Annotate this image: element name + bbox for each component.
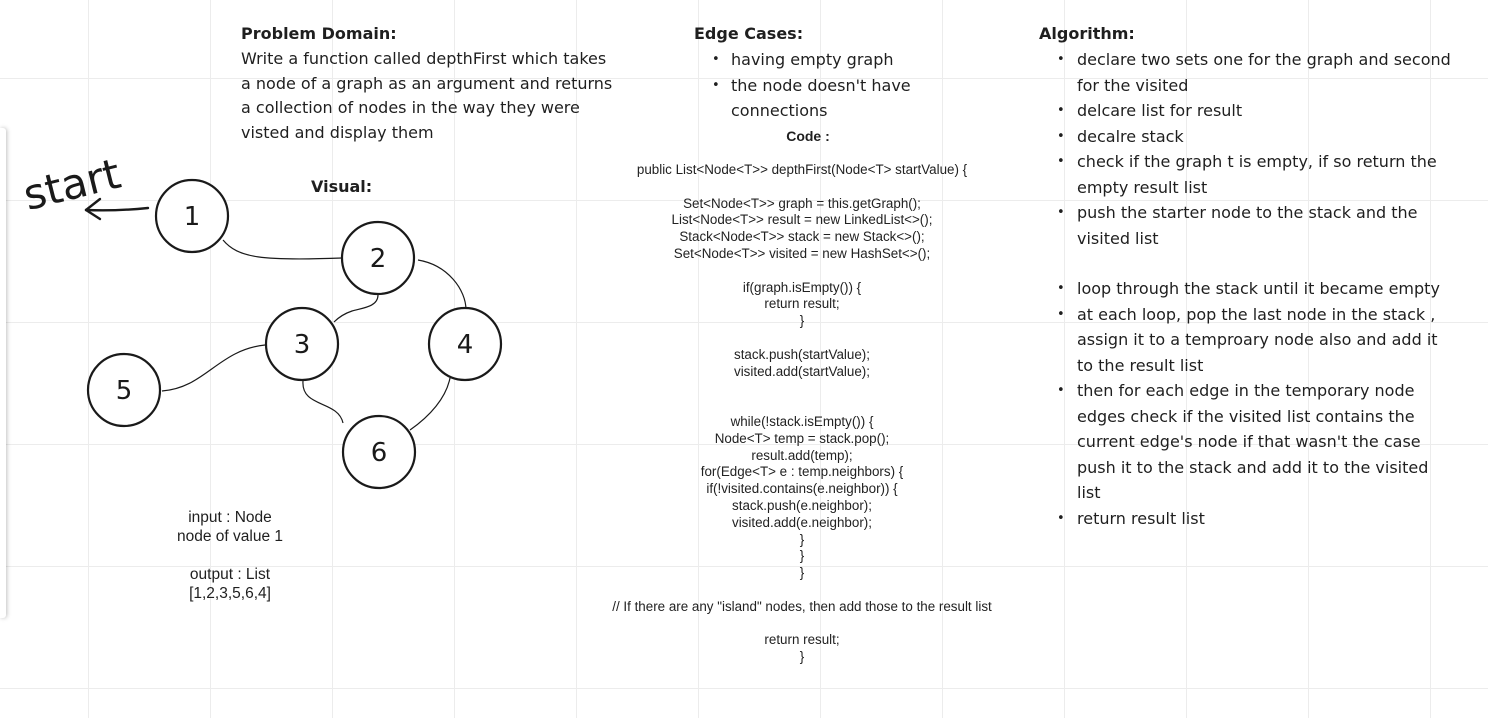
problem-domain-text: Write a function called depthFirst which… (241, 47, 612, 145)
problem-domain-title: Problem Domain: (241, 24, 397, 43)
algorithm-steps-list: declare two sets one for the graph and s… (1039, 47, 1451, 531)
algorithm-step: then for each edge in the temporary node… (1039, 378, 1451, 506)
graph-node-label: 3 (294, 330, 311, 360)
graph-node-2 (340, 220, 416, 296)
algorithm-step: return result list (1039, 506, 1451, 532)
start-arrow-icon (84, 197, 150, 221)
graph-edge-4-6 (409, 377, 451, 431)
graph-node-4 (427, 306, 503, 382)
algorithm-step: loop through the stack until it became e… (1039, 276, 1451, 302)
graph-edge-1-2 (222, 239, 343, 260)
graph-node-1 (154, 178, 230, 254)
problem-line: a collection of nodes in the way they we… (241, 98, 580, 117)
problem-line: visted and display them (241, 122, 434, 142)
problem-line: Write a function called depthFirst which… (241, 49, 607, 68)
algorithm-step: delcare list for result (1039, 98, 1451, 124)
code-snippet: public List<Node<T>> depthFirst(Node<T> … (612, 162, 992, 665)
input-output-text: input : Node node of value 1 output : Li… (176, 509, 283, 602)
graph-edge-3-5 (161, 344, 266, 392)
left-panel-edge[interactable] (0, 128, 6, 618)
algorithm-title: Algorithm: (1039, 24, 1135, 43)
graph-edge-2-3 (333, 294, 379, 323)
graph-node-6 (341, 414, 417, 490)
edge-case-item: the node doesn't have connections (694, 73, 924, 124)
edge-cases-list: having empty graph the node doesn't have… (694, 47, 924, 124)
edge-cases-title: Edge Cases: (694, 24, 804, 43)
algorithm-step: at each loop, pop the last node in the s… (1039, 302, 1451, 379)
graph-node-label: 6 (371, 438, 388, 468)
code-title: Code : (786, 128, 830, 144)
graph-node-3 (264, 306, 340, 382)
graph-edge-3-6 (302, 380, 344, 424)
problem-line: a node of a graph as an argument and ret… (241, 73, 613, 93)
algorithm-step: declare two sets one for the graph and s… (1039, 47, 1451, 98)
graph-node-label: 2 (370, 244, 387, 274)
graph-diagram: 1 2 3 4 5 6 start (18, 149, 503, 490)
edge-case-item: having empty graph (694, 47, 924, 73)
graph-node-label: 5 (116, 376, 133, 406)
graph-node-5 (86, 352, 162, 428)
algorithm-step: push the starter node to the stack and t… (1039, 200, 1451, 251)
algorithm-step: decalre stack (1039, 124, 1451, 150)
graph-edge-2-4 (417, 259, 467, 311)
visual-title: Visual: (311, 177, 373, 196)
algorithm-step: check if the graph t is empty, if so ret… (1039, 149, 1451, 200)
graph-node-label: 4 (457, 330, 474, 360)
graph-node-label: 1 (184, 202, 201, 232)
